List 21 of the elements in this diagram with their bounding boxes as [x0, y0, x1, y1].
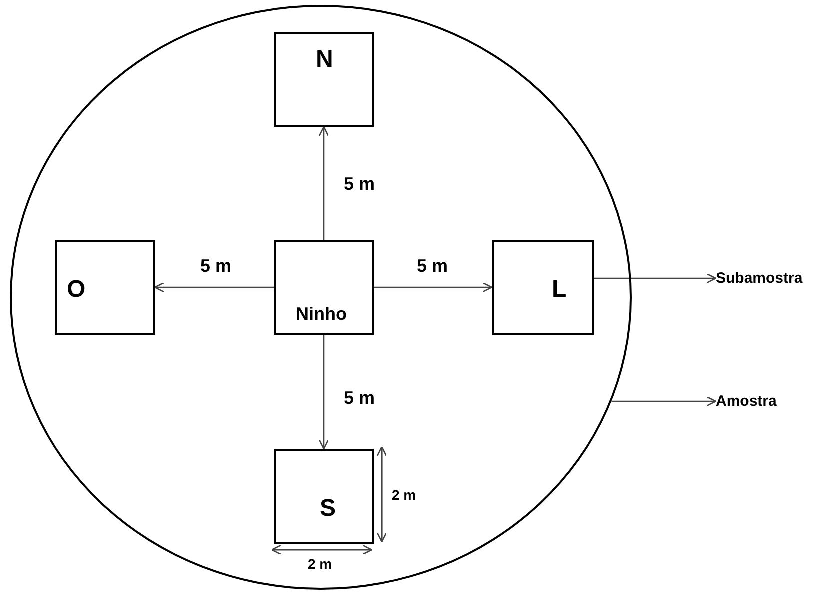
arrow: [374, 282, 493, 293]
leader-arrow: [612, 396, 717, 407]
node-label: Ninho: [296, 304, 347, 325]
node-label: L: [552, 276, 567, 304]
quadrat-box: [492, 240, 594, 335]
callout-text: Amostra: [716, 393, 777, 410]
quadrat-box: [274, 32, 374, 127]
quadrat-box: [274, 449, 374, 544]
dimension-label: 2 m: [308, 556, 332, 572]
node-label: N: [316, 46, 334, 74]
arrow: [318, 335, 330, 450]
quadrat-box: [55, 240, 155, 335]
leader-arrow: [594, 273, 717, 284]
nest-box: [274, 240, 374, 335]
dimension-label: 2 m: [392, 487, 416, 503]
arrow: [318, 126, 330, 240]
callout-text: Subamostra: [716, 270, 803, 287]
node-label: S: [320, 495, 336, 523]
node-label: O: [67, 276, 86, 304]
sample-area-circle: [10, 5, 632, 590]
arrow: [154, 282, 274, 293]
